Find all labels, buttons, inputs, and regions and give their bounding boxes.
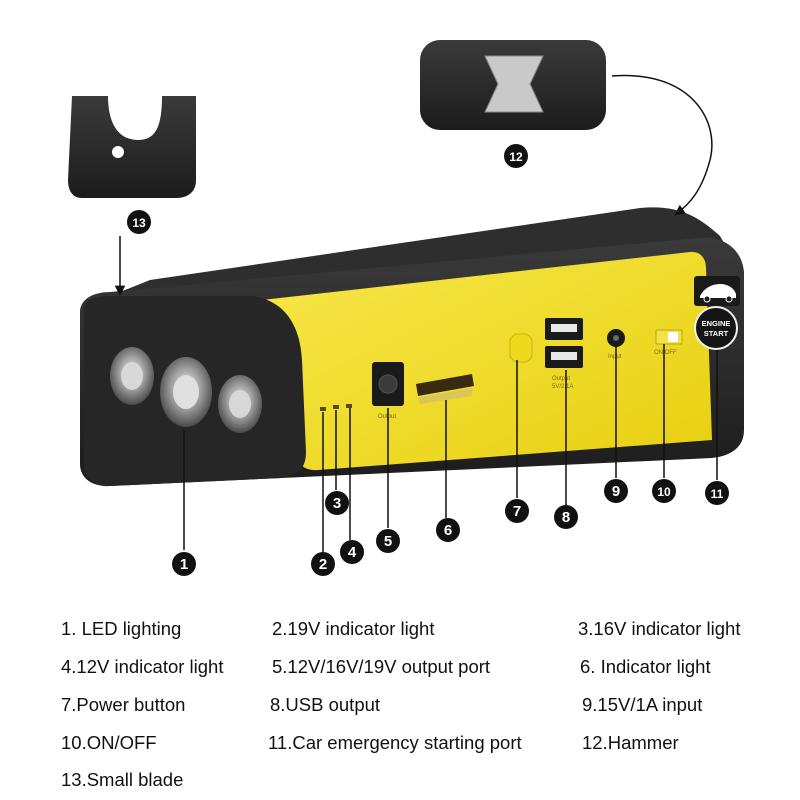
input-jack: Input bbox=[607, 329, 625, 360]
legend-item-11: 11.Car emergency starting port bbox=[268, 732, 522, 753]
engine-badge-line1: ENGINE bbox=[702, 319, 731, 328]
svg-text:10: 10 bbox=[657, 485, 671, 499]
legend-item-10: 10.ON/OFF bbox=[61, 732, 157, 753]
legend-item-12: 12.Hammer bbox=[582, 732, 679, 753]
jump-starter-device bbox=[80, 207, 744, 487]
callout-9: 9 bbox=[604, 479, 628, 503]
legend-item-4: 4.12V indicator light bbox=[61, 656, 224, 677]
svg-text:3: 3 bbox=[333, 495, 341, 512]
on-off-switch: ON OFF bbox=[654, 329, 683, 356]
svg-text:2: 2 bbox=[319, 556, 327, 573]
svg-text:7: 7 bbox=[513, 503, 521, 520]
callout-5: 5 bbox=[376, 529, 400, 553]
legend-item-5: 5.12V/16V/19V output port bbox=[272, 656, 491, 677]
callout-12: 12 bbox=[504, 144, 528, 168]
legend-item-7: 7.Power button bbox=[61, 694, 186, 715]
svg-text:5: 5 bbox=[384, 533, 392, 550]
legend-item-1: 1. LED lighting bbox=[61, 618, 182, 639]
callout-13: 13 bbox=[127, 210, 151, 234]
arrows bbox=[114, 74, 713, 297]
svg-text:6: 6 bbox=[444, 522, 452, 539]
svg-text:1: 1 bbox=[180, 556, 188, 573]
usb-ports: Output 5V/2.1A bbox=[545, 318, 583, 390]
callout-8: 8 bbox=[554, 505, 578, 529]
svg-text:9: 9 bbox=[612, 483, 620, 500]
usb-label: Output bbox=[552, 376, 570, 382]
callout-2: 2 bbox=[311, 552, 335, 576]
input-label: Input bbox=[608, 354, 622, 360]
indicator-bar bbox=[416, 374, 474, 404]
legend-item-2: 2.19V indicator light bbox=[272, 618, 435, 639]
product-diagram: Output Output 5V/2.1A Input ON OFF ENGIN bbox=[68, 40, 744, 576]
svg-text:13: 13 bbox=[132, 216, 146, 230]
power-button bbox=[509, 333, 533, 363]
callout-3: 3 bbox=[325, 491, 349, 515]
led-lights bbox=[110, 347, 262, 433]
hammer-image bbox=[420, 40, 606, 130]
legend-item-8: 8.USB output bbox=[270, 694, 381, 715]
legend-item-13: 13.Small blade bbox=[61, 769, 184, 790]
legend-item-9: 9.15V/1A input bbox=[582, 694, 703, 715]
dc-output-port: Output bbox=[372, 362, 404, 420]
legend-item-3: 3.16V indicator light bbox=[578, 618, 741, 639]
legend-item-6: 6. Indicator light bbox=[580, 656, 711, 677]
svg-text:4: 4 bbox=[348, 544, 357, 561]
callout-markers: 1 2 3 4 5 6 7 8 bbox=[127, 144, 729, 576]
callout-6: 6 bbox=[436, 518, 460, 542]
small-blade-image bbox=[68, 96, 196, 198]
callout-7: 7 bbox=[505, 499, 529, 523]
parts-legend: 1. LED lighting 2.19V indicator light 3.… bbox=[0, 612, 800, 800]
voltage-indicators bbox=[320, 404, 352, 411]
usb-sub-label: 5V/2.1A bbox=[552, 384, 573, 390]
dc-port-label: Output bbox=[378, 414, 396, 420]
engine-badge-line2: START bbox=[704, 329, 729, 338]
leader-lines bbox=[183, 344, 718, 552]
callout-1: 1 bbox=[172, 552, 196, 576]
svg-text:8: 8 bbox=[562, 509, 570, 526]
callout-11: 11 bbox=[705, 481, 729, 505]
callout-10: 10 bbox=[652, 479, 676, 503]
switch-label: ON OFF bbox=[654, 350, 677, 356]
svg-text:12: 12 bbox=[509, 150, 523, 164]
engine-start-port: ENGINE START bbox=[694, 276, 740, 350]
callout-4: 4 bbox=[340, 540, 364, 564]
svg-text:11: 11 bbox=[711, 487, 724, 501]
